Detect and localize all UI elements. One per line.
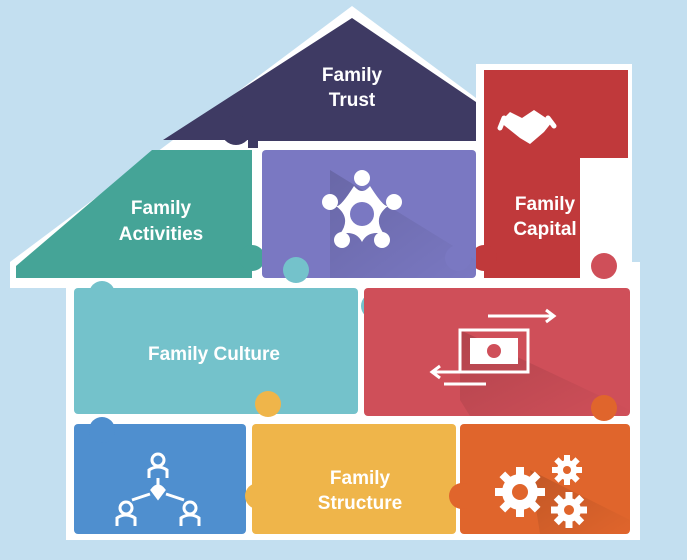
family-capital-label-2: Capital xyxy=(513,219,576,240)
family-capital-label-1: Family xyxy=(515,194,576,215)
money-transfer-icon xyxy=(429,308,557,386)
family-tree-icon xyxy=(115,452,201,526)
family-activities-label-1: Family xyxy=(131,198,192,219)
culture-knob-top xyxy=(89,281,115,307)
family-activities-shape xyxy=(16,150,252,278)
gears-icon xyxy=(495,455,587,528)
gears-knob-top xyxy=(591,395,617,421)
people-circle-icon xyxy=(322,170,402,248)
family-trust-label-2: Trust xyxy=(329,90,376,111)
piece-family-structure: Family Structure xyxy=(245,391,456,534)
family-culture-label: Family Culture xyxy=(148,344,280,365)
structure-knob-up xyxy=(255,391,281,417)
family-culture-shape xyxy=(74,288,358,414)
money-knob xyxy=(591,253,617,279)
piece-family-activities: Family Activities xyxy=(16,150,265,278)
piece-family-capital: Family Capital xyxy=(471,70,628,278)
family-icon-shape xyxy=(74,424,246,534)
structure-knob-left xyxy=(245,483,271,509)
culture-knob-up xyxy=(283,257,309,283)
piece-family-icon xyxy=(74,417,246,534)
center-knob xyxy=(445,245,471,271)
handshake-icon xyxy=(497,110,557,144)
capital-knob xyxy=(471,245,497,271)
family-structure-shape xyxy=(252,424,456,534)
piece-family-trust: Family Trust xyxy=(163,18,476,148)
family-knob xyxy=(89,417,115,443)
piece-center-people xyxy=(262,150,476,278)
trust-knob xyxy=(221,115,251,145)
family-trust-shape xyxy=(163,18,476,148)
family-activities-label-2: Activities xyxy=(119,224,203,245)
family-trust-label-1: Family xyxy=(322,65,383,86)
family-structure-label-2: Structure xyxy=(318,493,402,514)
piece-money xyxy=(364,253,630,416)
gears-knob-left xyxy=(449,483,475,509)
family-structure-label-1: Family xyxy=(330,468,391,489)
piece-gears xyxy=(449,395,630,534)
activities-knob xyxy=(239,245,265,271)
